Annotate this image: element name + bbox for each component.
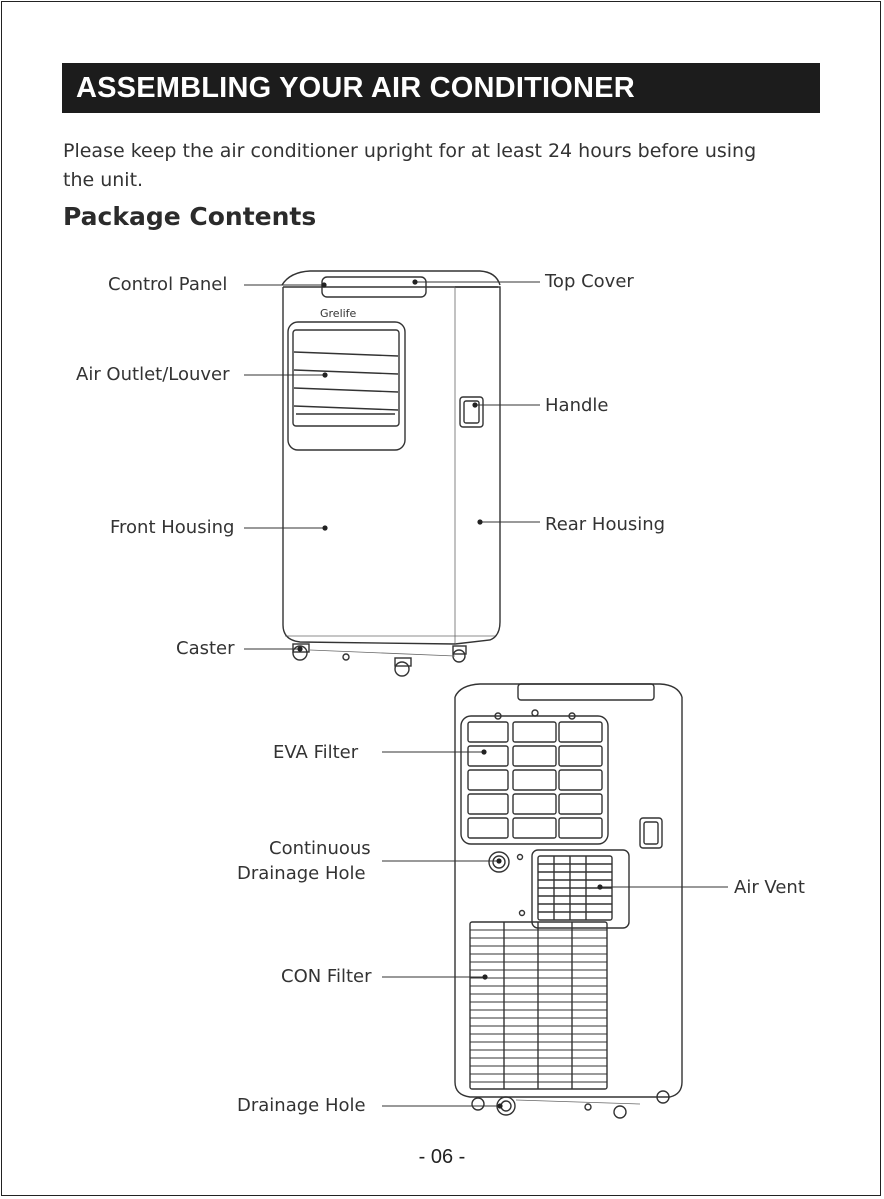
label-control-panel: Control Panel [108,274,228,295]
label-handle: Handle [545,395,609,416]
label-eva-filter: EVA Filter [273,742,359,763]
front-unit-illustration [281,270,501,677]
rear-unit-illustration [454,683,683,1119]
intro-line-2: the unit. [63,169,144,191]
intro-text: Please keep the air conditioner upright … [63,137,823,195]
label-continuous-drainage-1: Continuous [269,838,371,859]
leader-lines [244,281,728,1107]
leader-dots [297,279,603,1109]
eva-filter-grid [467,721,603,839]
label-front-housing: Front Housing [110,517,235,538]
label-continuous-drainage-2: Drainage Hole [237,863,366,884]
label-air-outlet: Air Outlet/Louver [76,364,230,385]
intro-line-1: Please keep the air conditioner upright … [63,140,757,162]
brand-logo: Grelife [320,307,357,320]
label-drainage-hole: Drainage Hole [237,1095,366,1116]
label-con-filter: CON Filter [281,966,372,987]
page-number: - 06 - [418,1146,466,1168]
page-title: ASSEMBLING YOUR AIR CONDITIONER [62,63,820,113]
label-rear-housing: Rear Housing [545,514,666,535]
label-air-vent: Air Vent [734,877,805,898]
section-title: Package Contents [63,202,317,231]
label-top-cover: Top Cover [545,271,634,292]
label-caster: Caster [176,638,235,659]
